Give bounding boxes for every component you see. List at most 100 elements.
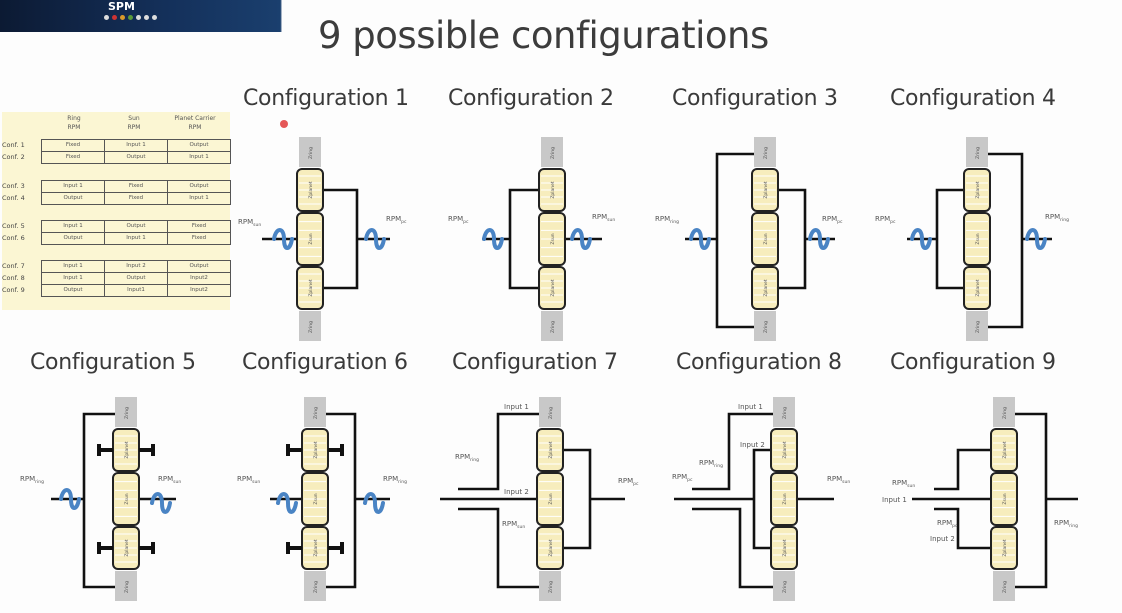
ring-gear-label: Zring [124, 407, 130, 419]
rotation-arrow-icon [364, 228, 386, 250]
rpm-label: RPMring [655, 215, 679, 225]
ring-gear-bottom [304, 571, 326, 601]
page-title: 9 possible configurations [318, 14, 769, 57]
table-cell: Input 1 [189, 154, 209, 160]
gear-label: Zplanet [124, 539, 130, 557]
input-label: Input 2 [740, 441, 765, 449]
ring-gear-label: Zring [550, 147, 556, 159]
ring-gear-bottom [115, 571, 137, 601]
fixed-brake-icon [139, 542, 155, 554]
rpm-label: RPMring [699, 459, 723, 469]
spm-logo: SPM [108, 0, 135, 13]
ring-gear-label: Zring [548, 407, 554, 419]
table-cell: Output [189, 142, 209, 148]
table-cell: Output [42, 193, 105, 204]
shaft-line [692, 412, 773, 491]
ring-gear-bottom [993, 571, 1015, 601]
input-label: Input 1 [882, 496, 907, 504]
rpm-subscript: ring [470, 457, 479, 463]
gear-label: Zplanet [763, 279, 769, 297]
ring-gear-bottom [754, 311, 776, 341]
rpm-subscript: sun [173, 480, 181, 485]
table-cell: Fixed [105, 181, 168, 192]
configuration-title: Configuration 3 [672, 86, 838, 111]
rpm-label: RPMring [1054, 519, 1078, 529]
gear-label: Zsun [763, 233, 769, 244]
ring-gear-label: Zring [1002, 407, 1008, 419]
rpm-label: RPMpc [937, 519, 958, 529]
ring-gear-bottom [539, 571, 561, 601]
shaft-line [934, 448, 991, 491]
gear-label: Zplanet [782, 441, 788, 459]
rpm-label: RPMsun [592, 213, 615, 223]
table-cell: Output [189, 263, 209, 269]
gear-label: Zsun [550, 233, 556, 244]
row-label: Conf. 6 [2, 234, 25, 242]
input-label: Input 2 [930, 535, 955, 543]
rpm-label: RPMpc [672, 473, 693, 483]
rpm-label: RPMpc [386, 215, 407, 225]
gear-label: Zplanet [313, 539, 319, 557]
shaft-line [715, 152, 754, 329]
row-label: Conf. 7 [2, 262, 25, 270]
ring-gear-top [993, 397, 1015, 427]
gear-label: Zplanet [975, 279, 981, 297]
table-cell: Output [189, 183, 209, 189]
configuration-title: Configuration 5 [30, 350, 196, 375]
row-label: Conf. 4 [2, 194, 25, 202]
rpm-subscript: pc [890, 220, 896, 225]
shaft-line [323, 188, 359, 290]
ring-gear-top [773, 397, 795, 427]
ring-gear-label: Zring [308, 321, 314, 333]
gear-label: Zplanet [124, 441, 130, 459]
rpm-subscript: ring [670, 219, 679, 225]
shaft-line [752, 448, 771, 550]
configuration-title: Configuration 4 [890, 86, 1056, 111]
rpm-label: RPMpc [875, 215, 896, 225]
input-label: Input 2 [504, 488, 529, 496]
shaft-line [563, 448, 592, 550]
table-cell: Input 2 [105, 261, 168, 272]
shaft-line [988, 152, 1024, 329]
gear-label: Zplanet [550, 279, 556, 297]
table-cell: Input2 [190, 287, 208, 293]
table-cell: Input 1 [42, 181, 105, 192]
gear-label: Zsun [975, 233, 981, 244]
table-cell: Output [105, 221, 168, 232]
row-label: Conf. 5 [2, 222, 25, 230]
rotation-arrow-icon [59, 488, 81, 510]
gear-label: Zplanet [308, 181, 314, 199]
table-cell: Output [42, 233, 105, 244]
configuration-title: Configuration 2 [448, 86, 614, 111]
banner-dot [112, 15, 117, 20]
gear-label: Zplanet [308, 279, 314, 297]
table-cell: Fixed [105, 193, 168, 204]
rotation-arrow-icon [150, 492, 172, 514]
configuration-title: Configuration 7 [452, 350, 618, 375]
rpm-subscript: ring [1060, 217, 1069, 223]
input-label: Input 1 [738, 403, 763, 411]
fixed-brake-icon [139, 444, 155, 456]
fixed-brake-icon [286, 444, 302, 456]
configuration-title: Configuration 8 [676, 350, 842, 375]
rotation-arrow-icon [910, 228, 932, 250]
ring-gear-label: Zring [975, 321, 981, 333]
ring-gear-label: Zring [1002, 581, 1008, 593]
banner-dots [104, 15, 157, 20]
rotation-arrow-icon [1025, 228, 1047, 250]
configuration-title: Configuration 1 [243, 86, 409, 111]
rpm-label: RPMpc [822, 215, 843, 225]
ring-gear-top [304, 397, 326, 427]
rpm-label: RPMpc [448, 215, 469, 225]
table-cell: Fixed [191, 235, 207, 241]
